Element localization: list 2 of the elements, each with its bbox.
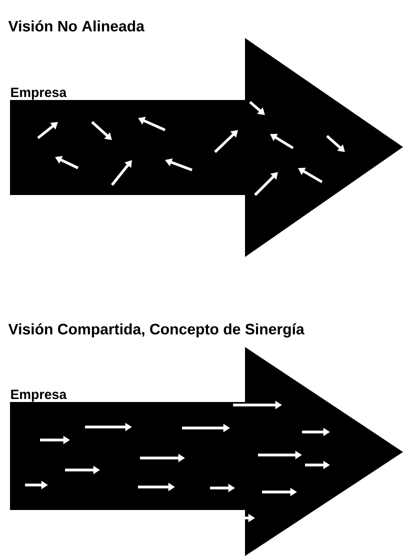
node-label: Empresa xyxy=(11,390,67,402)
node-label: Empresa xyxy=(11,88,67,100)
